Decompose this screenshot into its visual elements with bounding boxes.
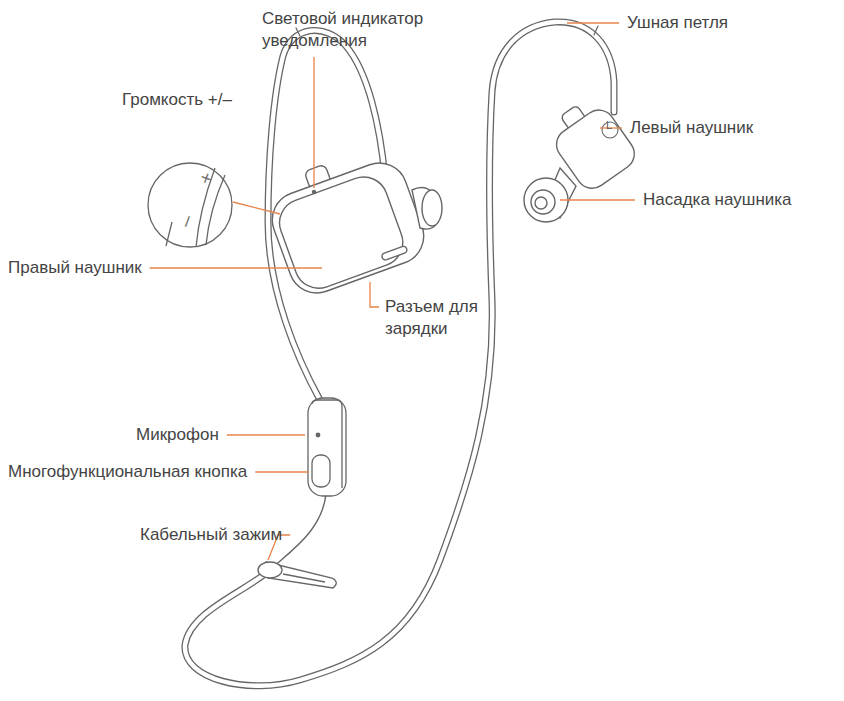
- right-ear-tip: [412, 187, 442, 229]
- button-mark: +: [194, 169, 219, 188]
- part-label: Многофункциональная кнопка: [8, 461, 247, 483]
- part-label: Разъем для зарядки: [385, 296, 485, 340]
- part-label: Громкость +/–: [122, 89, 232, 111]
- leader-line: [233, 202, 280, 214]
- leader-line: [227, 434, 305, 435]
- part-label: Микрофон: [136, 424, 219, 446]
- leader-line: [255, 471, 309, 472]
- ear-hook-left: [185, 22, 614, 686]
- leader-line: [370, 282, 379, 307]
- joint: [594, 26, 598, 35]
- part-label: Правый наушник: [8, 257, 142, 279]
- volume-zoom: [148, 163, 232, 247]
- button-mark: –: [173, 212, 197, 230]
- remote-control: [308, 398, 346, 496]
- indicator-light: [312, 190, 316, 194]
- leader-line: [567, 22, 619, 23]
- part-label: Левый наушник: [630, 117, 753, 139]
- left-ear-tip: [524, 168, 576, 222]
- ear-hook-left-inner: [185, 22, 614, 686]
- part-label: Насадка наушника: [643, 189, 792, 211]
- cable-clip: [258, 562, 336, 588]
- side-mark: L: [606, 119, 612, 132]
- part-label: Ушная петля: [627, 12, 728, 34]
- part-label: Световой индикатор уведомления: [262, 8, 437, 52]
- leader-line: [560, 199, 635, 200]
- leader-line: [313, 57, 314, 188]
- part-label: Кабельный зажим: [140, 524, 282, 546]
- right-earbud: [259, 140, 432, 301]
- leader-line: [150, 267, 322, 268]
